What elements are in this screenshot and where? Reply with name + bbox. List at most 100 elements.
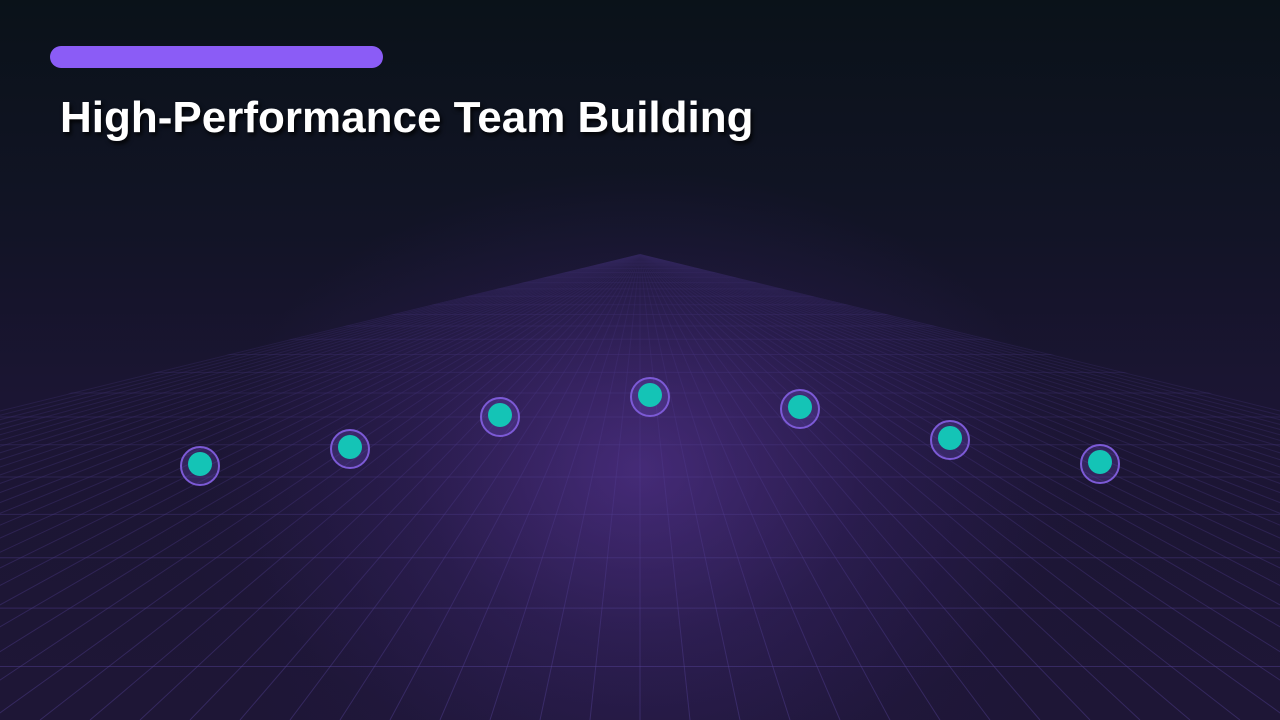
circle-node-icon: [780, 389, 820, 429]
grid-line-vertical: [639, 253, 1280, 628]
grid-line-vertical: [639, 253, 1280, 494]
grid-line-vertical: [639, 253, 1280, 468]
circle-node-icon: [1080, 444, 1120, 484]
grid-line-vertical: [639, 253, 1280, 526]
grid-line-vertical: [439, 253, 641, 720]
grid-line-vertical: [0, 253, 641, 653]
grid-line-vertical: [0, 253, 641, 421]
grid-line-vertical: [0, 253, 641, 526]
node-dot: [188, 452, 212, 476]
grid-line-vertical: [639, 253, 1280, 461]
grid-line-vertical: [639, 253, 1280, 408]
grid-line-vertical: [639, 253, 941, 720]
grid-line-vertical: [0, 253, 641, 468]
grid-line-vertical: [0, 253, 641, 454]
grid-line-vertical: [639, 253, 1280, 681]
grid-lines: [0, 253, 1280, 720]
grid-line-vertical: [639, 253, 1280, 553]
grid-line-vertical: [0, 253, 641, 461]
grid-line-vertical: [639, 253, 1280, 714]
node-dot: [938, 426, 962, 450]
grid-line-vertical: [0, 253, 641, 539]
grid-line-vertical: [639, 253, 691, 720]
grid-line-vertical: [639, 253, 1280, 421]
grid-line-vertical: [639, 253, 1280, 606]
grid-line-vertical: [639, 253, 1280, 504]
grid-line-vertical: [0, 253, 641, 425]
grid-line-vertical: [639, 253, 1280, 436]
grid-line-vertical: [639, 253, 1280, 586]
grid-line-vertical: [239, 253, 641, 720]
grid-line-vertical: [639, 253, 891, 720]
grid-line-vertical: [639, 253, 841, 720]
grid-line-vertical: [639, 253, 1280, 412]
grid-line-vertical: [639, 253, 1280, 425]
node-dot: [338, 435, 362, 459]
grid-line-vertical: [639, 253, 1141, 720]
circle-node-icon: [480, 397, 520, 437]
node-dot: [1088, 450, 1112, 474]
grid-line-vertical: [0, 253, 641, 476]
grid-line-vertical: [0, 253, 641, 514]
grid-line-vertical: [89, 253, 641, 720]
grid-line-vertical: [0, 253, 641, 430]
grid-line-vertical: [389, 253, 641, 720]
grid-line-vertical: [639, 253, 1280, 430]
grid-line-vertical: [639, 253, 1280, 416]
grid-line-vertical: [639, 253, 1280, 447]
grid-line-vertical: [0, 253, 641, 404]
grid-line-vertical: [0, 253, 641, 441]
grid-line-vertical: [639, 253, 1280, 484]
grid-line-vertical: [139, 253, 641, 720]
grid-line-vertical: [639, 253, 1091, 720]
grid-line-vertical: [639, 253, 1280, 569]
circle-node-icon: [180, 446, 220, 486]
grid-line-vertical: [639, 253, 1280, 404]
grid-line-vertical: [0, 253, 641, 504]
circle-node-icon: [330, 429, 370, 469]
grid-line-vertical: [189, 253, 641, 720]
grid-line-vertical: [639, 253, 1280, 454]
grid-line-vertical: [639, 253, 1191, 720]
grid-line-vertical: [0, 253, 641, 569]
grid-line-vertical: [39, 253, 641, 720]
grid-line-vertical: [0, 253, 641, 436]
node-dot: [788, 395, 812, 419]
grid-line-vertical: [639, 253, 741, 720]
grid-line-vertical: [539, 253, 641, 720]
grid-line-vertical: [0, 253, 641, 681]
grid-line-vertical: [639, 253, 1280, 653]
circle-node-icon: [630, 377, 670, 417]
grid-line-vertical: [0, 253, 641, 416]
nodes-layer: [180, 377, 1120, 486]
grid-line-vertical: [0, 253, 641, 447]
node-dot: [488, 403, 512, 427]
grid-line-vertical: [639, 253, 791, 720]
grid-line-vertical: [639, 253, 1280, 476]
grid-line-vertical: [0, 253, 641, 484]
grid-line-vertical: [0, 253, 641, 586]
grid-line-vertical: [489, 253, 641, 720]
grid-line-vertical: [639, 253, 1241, 720]
accent-bar: [50, 46, 383, 68]
grid-line-vertical: [0, 253, 641, 714]
grid-line-vertical: [639, 253, 1280, 441]
grid-line-vertical: [639, 253, 1280, 539]
grid-line-vertical: [0, 253, 641, 494]
circle-node-icon: [930, 420, 970, 460]
grid-line-vertical: [0, 253, 641, 628]
grid-floor: [0, 254, 1280, 720]
grid-line-vertical: [339, 253, 641, 720]
grid-line-vertical: [0, 253, 641, 408]
grid-line-vertical: [639, 253, 1280, 514]
grid-line-vertical: [589, 253, 641, 720]
grid-line-vertical: [289, 253, 641, 720]
grid-line-vertical: [639, 253, 1041, 720]
node-dot: [638, 383, 662, 407]
grid-line-vertical: [0, 253, 641, 412]
grid-line-vertical: [0, 253, 641, 606]
grid-line-vertical: [639, 253, 991, 720]
grid-line-vertical: [0, 253, 641, 553]
